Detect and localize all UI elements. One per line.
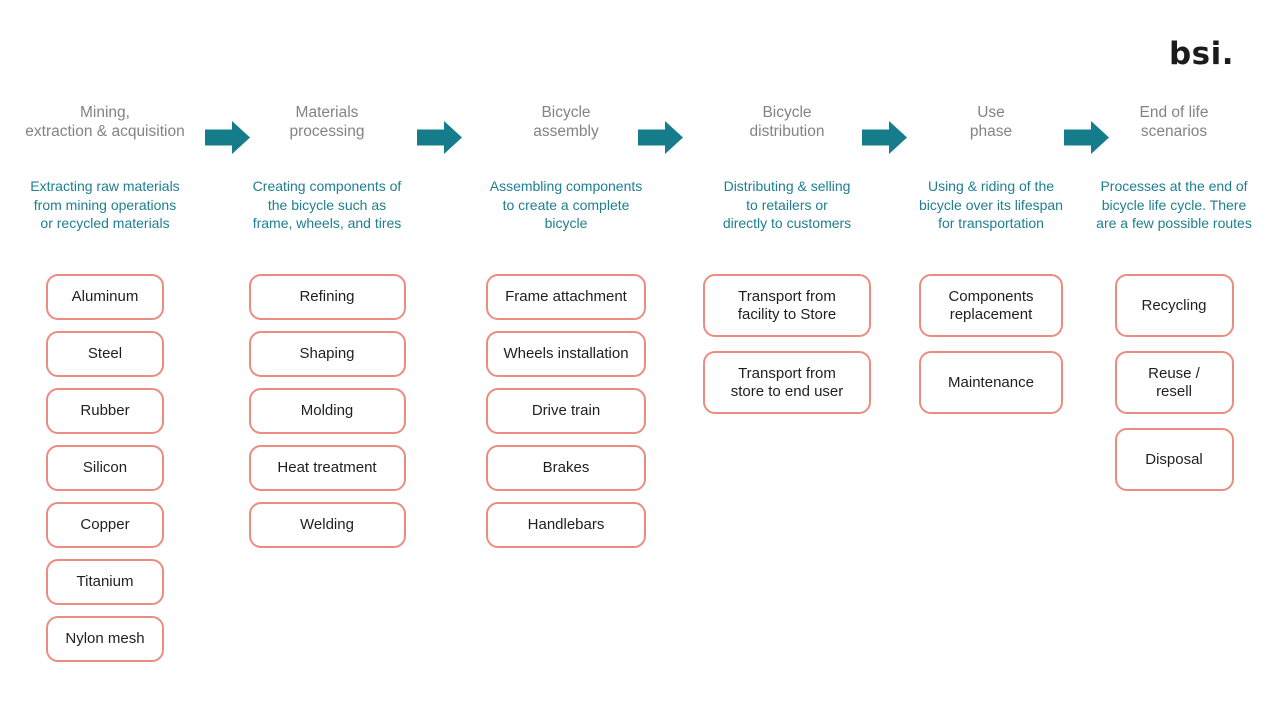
stage-item-list: Frame attachment Wheels installation Dri… — [470, 274, 662, 548]
process-item-box: Refining — [248, 274, 406, 320]
stage-column-mining: Mining, extraction & acquisition Extract… — [10, 103, 200, 673]
stage-title: Bicycle assembly — [533, 104, 599, 140]
process-item-box: Brakes — [486, 445, 646, 491]
process-item-box: Welding — [248, 502, 406, 548]
process-item-box: Nylon mesh — [46, 616, 164, 662]
stage-column-bicycle-distribution: Bicycle distribution Distributing & sell… — [692, 103, 882, 428]
flow-arrow-icon — [862, 121, 907, 154]
stage-column-use-phase: Use phase Using & riding of the bicycle … — [896, 103, 1086, 428]
stage-title: Use phase — [969, 104, 1013, 140]
process-item-box: Handlebars — [486, 502, 646, 548]
process-item-box: Disposal — [1114, 428, 1234, 491]
process-item-box: Heat treatment — [248, 445, 406, 491]
stage-title: Mining, extraction & acquisition — [25, 104, 185, 140]
process-item-box: Transport from facility to Store — [703, 274, 871, 337]
process-item-box: Rubber — [46, 388, 164, 434]
process-item-box: Drive train — [486, 388, 646, 434]
process-item-box: Maintenance — [919, 351, 1063, 414]
process-item-box: Silicon — [46, 445, 164, 491]
process-item-box: Shaping — [248, 331, 406, 377]
stage-description: Assembling components to create a comple… — [489, 178, 643, 231]
stage-item-list: Transport from facility to Store Transpo… — [692, 274, 882, 414]
process-item-box: Aluminum — [46, 274, 164, 320]
stage-column-bicycle-assembly: Bicycle assembly Assembling components t… — [470, 103, 662, 559]
process-item-box: Steel — [46, 331, 164, 377]
stage-description: Creating components of the bicycle such … — [252, 178, 402, 231]
process-item-box: Recycling — [1114, 274, 1234, 337]
stage-title: Bicycle distribution — [749, 104, 825, 140]
flow-arrow-icon — [638, 121, 683, 154]
bsi-logo: bsi. — [1168, 36, 1234, 72]
process-item-box: Molding — [248, 388, 406, 434]
process-item-box: Frame attachment — [486, 274, 646, 320]
stage-description: Distributing & selling to retailers or d… — [722, 178, 852, 231]
stage-description: Using & riding of the bicycle over its l… — [919, 178, 1063, 231]
process-item-box: Transport from store to end user — [703, 351, 871, 414]
process-item-box: Copper — [46, 502, 164, 548]
stage-item-list: Components replacement Maintenance — [896, 274, 1086, 414]
process-item-box: Titanium — [46, 559, 164, 605]
process-item-box: Wheels installation — [486, 331, 646, 377]
stage-item-list: Aluminum Steel Rubber Silicon Copper Tit… — [10, 274, 200, 662]
process-item-box: Components replacement — [919, 274, 1063, 337]
stage-column-materials-processing: Materials processing Creating components… — [232, 103, 422, 559]
stage-description: Processes at the end of bicycle life cyc… — [1096, 178, 1252, 231]
flow-arrow-icon — [417, 121, 462, 154]
stage-title: Materials processing — [289, 104, 365, 140]
process-item-box: Reuse / resell — [1114, 351, 1234, 414]
stage-item-list: Refining Shaping Molding Heat treatment … — [232, 274, 422, 548]
flow-arrow-icon — [205, 121, 250, 154]
stage-description: Extracting raw materials from mining ope… — [30, 178, 180, 231]
stage-column-end-of-life: End of life scenarios Processes at the e… — [1076, 103, 1272, 505]
stage-item-list: Recycling Reuse / resell Disposal — [1076, 274, 1272, 491]
stage-title: End of life scenarios — [1139, 104, 1209, 140]
flow-arrow-icon — [1064, 121, 1109, 154]
